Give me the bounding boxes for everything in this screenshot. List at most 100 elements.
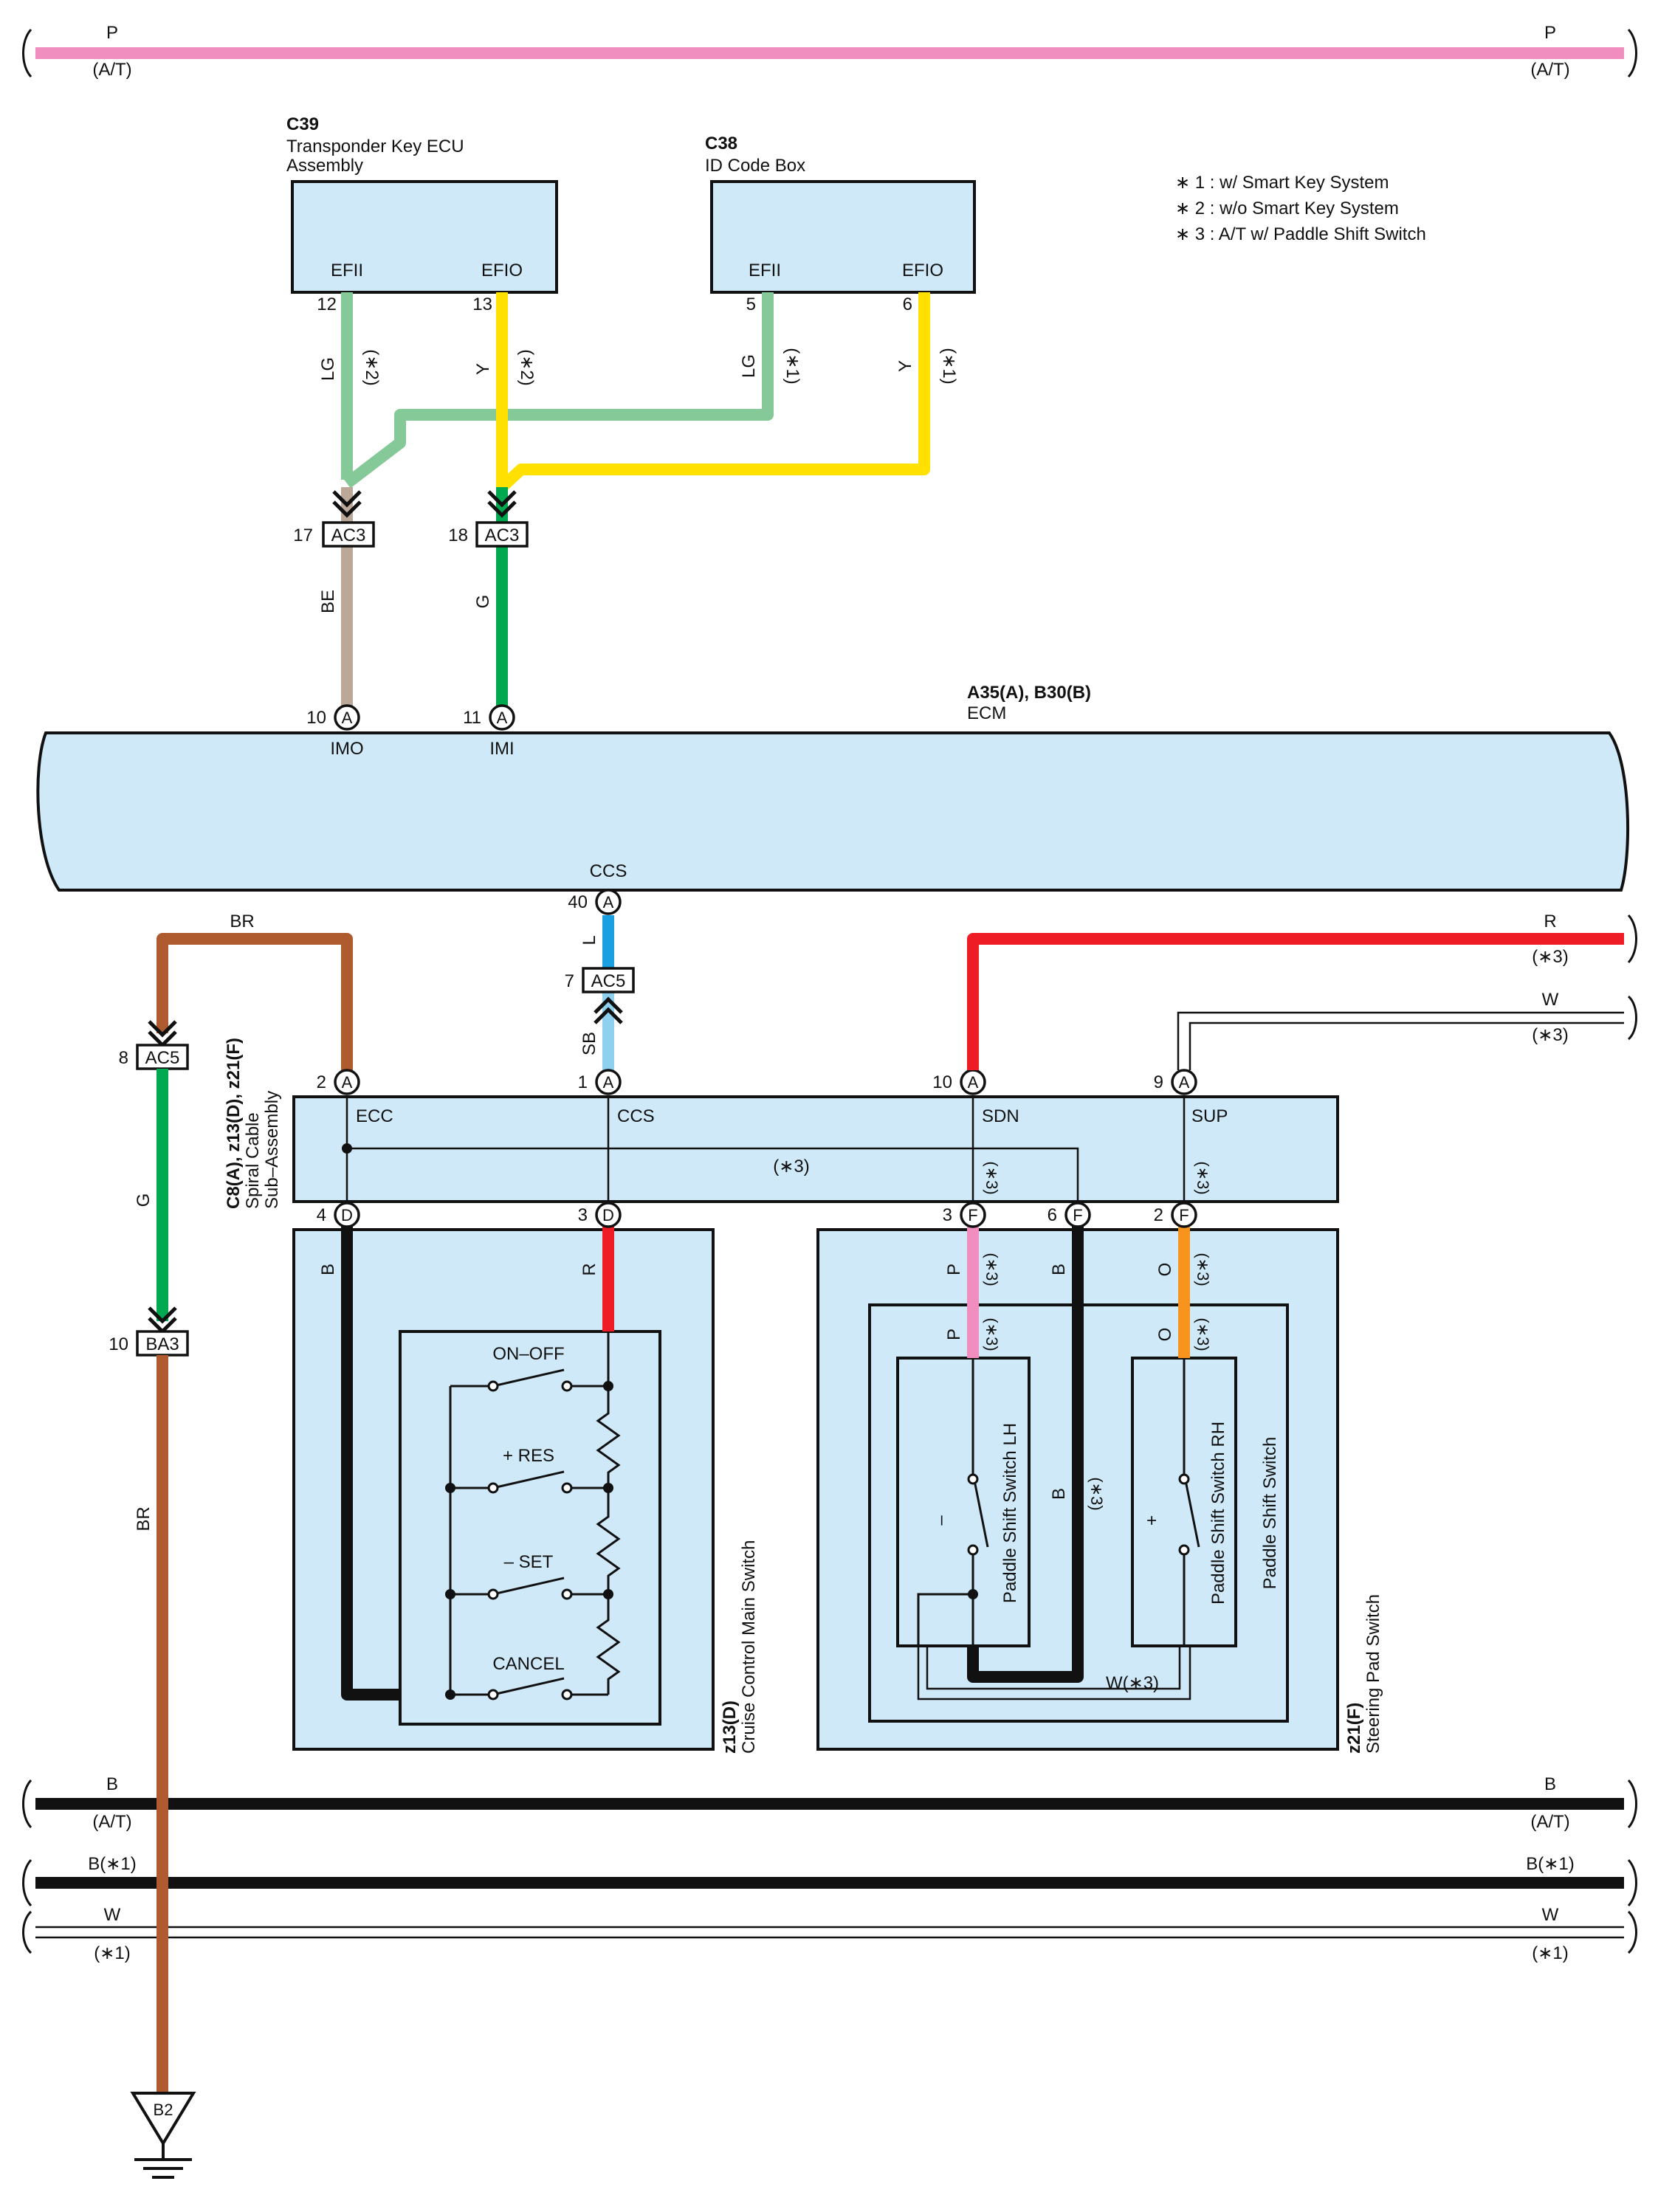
wire-o2: O [1155,1328,1175,1342]
wire-c39-lg-note: (∗2) [362,349,382,385]
spiral-terminal-sup: SUP [1191,1106,1228,1126]
spiral-pin-letter-f1: F [968,1206,977,1224]
ecm-pin-10: 10 [306,708,326,728]
c39-pin-12: 12 [317,294,337,314]
wires-immobiliser [341,292,930,709]
wire-r-top: R [1544,912,1556,931]
ecm-code: A35(A), B30(B) [967,683,1091,703]
note-1: ∗ 1 : w/ Smart Key System [1175,173,1389,193]
bus-w-1-label-left: W [104,1905,121,1925]
spiral-pin-10: 10 [932,1072,952,1092]
cruise-outer-box [292,1228,715,1751]
bus-b-1-label-left: B(∗1) [88,1854,136,1874]
spiral-pin-2: 2 [317,1072,326,1092]
c38-pin-6: 6 [903,294,912,314]
ecm-pin-letter-imo: A [342,709,353,727]
bus-b-at-sub-right: (A/T) [1530,1812,1569,1832]
steering-code: z21(F) [1344,1703,1364,1754]
ba3-pin-10: 10 [109,1334,128,1354]
wire-br-left: BR [134,1506,154,1531]
wire-p2-note: (∗3) [983,1317,1001,1351]
wire-br-top: BR [230,912,254,931]
ground-b2: B2 [130,2092,196,2179]
spiral-pin-3d: 3 [578,1205,588,1225]
cruise-code: z13(D) [720,1701,740,1754]
paddle-lh-box [896,1357,1031,1647]
wire-c38-y: Y [895,360,915,372]
spiral-pin-letter-a3: A [968,1073,979,1092]
wire-ccs: A 40 L SB AC5 7 [565,889,635,1070]
paddle-lh-name: Paddle Shift Switch LH [1000,1423,1020,1603]
bus-w-1-sub-right: (∗1) [1532,1943,1568,1963]
wire-o1-note: (∗3) [1194,1253,1212,1286]
wires-right: R (∗3) W (∗3) [967,912,1637,1070]
wire-o2-note: (∗3) [1194,1317,1212,1351]
ecm-name: ECM [967,703,1006,723]
switch-cancel: CANCEL [492,1654,564,1674]
ecm-terminal-imi: IMI [489,739,514,759]
ac3-pin-18: 18 [448,526,468,545]
bus-w-1: W (∗1) W (∗1) [22,1905,1637,1963]
wire-b-inner-note: (∗3) [1087,1477,1106,1510]
c39-transponder-key-ecu: C39 Transponder Key ECU Assembly EFII EF… [286,114,558,314]
spiral-pin-letter-a1: A [342,1073,353,1092]
wire-b-sp: B [1049,1264,1069,1275]
c38-terminal-efii: EFII [749,261,781,280]
footnotes: ∗ 1 : w/ Smart Key System ∗ 2 : w/o Smar… [1175,173,1426,244]
bus-top-p-sub-right: (A/T) [1530,60,1569,80]
spiral-note-mid: (∗3) [773,1157,809,1176]
ac3-connector-18: AC3 18 [448,490,529,548]
wire-p1-note: (∗3) [983,1253,1001,1286]
switch-on-off: ON–OFF [492,1344,564,1364]
switch-set: – SET [504,1552,554,1572]
wire-w-top: W [1542,990,1559,1010]
spiral-terminal-ccs: CCS [617,1106,655,1126]
ac3-pin-17: 17 [293,526,313,545]
steering-name: Steering Pad Switch [1363,1594,1383,1754]
note-3: ∗ 3 : A/T w/ Paddle Shift Switch [1175,224,1426,244]
wire-g: G [473,595,493,609]
c39-terminal-efio: EFIO [481,261,523,280]
spiral-cable: C8(A), z13(D), z21(F) Spiral Cable Sub–A… [224,1038,1339,1209]
note-2: ∗ 2 : w/o Smart Key System [1175,199,1399,218]
ac5-left-pin-8: 8 [119,1048,128,1068]
wire-p2: P [944,1329,964,1340]
c39-name-1: Transponder Key ECU [286,137,464,156]
spiral-pin-letter-a2: A [603,1073,614,1092]
cruise-name: Cruise Control Main Switch [739,1540,759,1754]
bus-w-1-sub-left: (∗1) [94,1943,130,1963]
wire-be: BE [318,590,338,613]
cruise-control-switch: z13(D) Cruise Control Main Switch B R [292,1216,759,1754]
c38-code: C38 [705,134,737,154]
steering-pad-switch: z21(F) Steering Pad Switch Paddle Shift … [816,1216,1383,1754]
spiral-pins-f: F 3 F 6 F 2 [943,1202,1197,1228]
wire-r-note: (∗3) [1532,947,1568,967]
wire-c38-lg: LG [739,354,759,378]
ecm: A35(A), B30(B) ECM A 10 IMO A 11 IMI CCS [36,683,1630,892]
c38-box [710,180,976,294]
spiral-code: C8(A), z13(D), z21(F) [224,1038,244,1209]
switch-res: + RES [503,1446,554,1466]
wire-l: L [579,935,599,945]
paddle-rh-plus: + [1142,1515,1162,1526]
bus-w-1-label-right: W [1542,1905,1559,1925]
c39-pin-13: 13 [472,294,492,314]
wire-p1: P [944,1264,964,1275]
bus-top-p-sub-left: (A/T) [92,60,131,80]
ecm-pin-letter-imi: A [497,709,508,727]
wire-labels-immobiliser: LG (∗2) Y (∗2) LG (∗1) Y (∗1) BE G [318,348,959,613]
c39-box [291,180,558,294]
wire-r-cc: R [579,1263,599,1275]
c38-id-code-box: C38 ID Code Box EFII EFIO 5 6 [705,134,976,314]
ecm-pin-letter-ccs: A [603,893,614,912]
wire-o1: O [1155,1263,1175,1277]
ba3-name: BA3 [145,1334,179,1354]
wire-w-bottom: W(∗3) [1106,1673,1159,1693]
spiral-pin-letter-d2: D [602,1206,614,1224]
c38-pin-5: 5 [746,294,756,314]
spiral-terminal-sdn: SDN [982,1106,1019,1126]
bus-b-at-label-left: B [106,1774,118,1794]
bus-top-p-label-right: P [1544,23,1556,43]
spiral-pin-1: 1 [578,1072,588,1092]
